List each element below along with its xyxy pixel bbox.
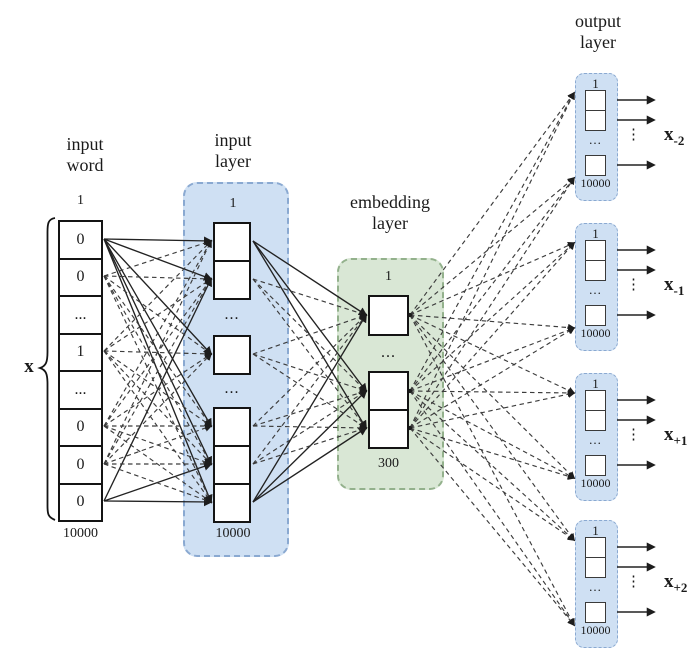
input-vector-cell: 0 bbox=[60, 407, 101, 446]
embedding-layer-label-line2: layer bbox=[372, 213, 408, 233]
neuron-cell bbox=[215, 337, 249, 373]
output-top-index: 1 bbox=[592, 76, 599, 91]
neuron-cell bbox=[370, 409, 407, 447]
input-word-bottom-index: 10000 bbox=[63, 526, 98, 541]
embedding-layer-top-index: 1 bbox=[385, 269, 392, 284]
output-ellipsis: ... bbox=[589, 432, 602, 447]
output-bottom-index: 10000 bbox=[580, 623, 611, 637]
input-layer-neuron bbox=[213, 335, 251, 375]
output-word-subscript: +2 bbox=[673, 579, 688, 595]
input-layer-neuron-triple bbox=[213, 407, 251, 523]
neuron-cell bbox=[370, 297, 407, 334]
neuron-cell bbox=[370, 373, 407, 409]
output-group-box-plus1 bbox=[575, 373, 618, 501]
output-arrow-vdots: ⋮ bbox=[626, 574, 641, 590]
neuron-cell bbox=[586, 603, 605, 622]
output-word-symbol: x bbox=[664, 571, 674, 592]
output-neuron bbox=[585, 455, 606, 476]
output-word-symbol: x bbox=[664, 124, 674, 145]
input-layer-ellipsis-1: ... bbox=[224, 306, 240, 323]
embedding-layer-bottom-index: 300 bbox=[378, 456, 399, 471]
vector-brace bbox=[37, 217, 56, 521]
input-vector-cell: 0 bbox=[76, 230, 85, 248]
input-layer-top-index: 1 bbox=[229, 196, 237, 211]
output-arrow-vdots: ⋮ bbox=[626, 427, 641, 443]
input-vector-cell: 0 bbox=[60, 482, 101, 521]
input-word-label: input word bbox=[40, 134, 130, 176]
input-vector-cell: 1 bbox=[60, 332, 101, 371]
neuron-cell bbox=[586, 456, 605, 475]
output-word-label: x-2 bbox=[664, 124, 684, 149]
neuron-cell bbox=[215, 409, 249, 445]
output-top-index: 1 bbox=[592, 523, 599, 538]
input-layer-label-line2: layer bbox=[215, 151, 251, 171]
output-layer-label-line2: layer bbox=[580, 32, 616, 52]
neuron-cell bbox=[586, 110, 605, 130]
output-neuron bbox=[585, 305, 606, 326]
output-word-subscript: -2 bbox=[673, 132, 685, 148]
input-vector-cell: 0 bbox=[60, 257, 101, 296]
output-neuron-pair bbox=[585, 537, 606, 578]
output-group-box-minus1 bbox=[575, 223, 618, 351]
input-layer-label: input layer bbox=[185, 130, 281, 172]
neuron-cell bbox=[586, 306, 605, 325]
neuron-cell bbox=[215, 445, 249, 483]
output-arrow-vdots: ⋮ bbox=[626, 127, 641, 143]
input-vector-cell: ... bbox=[60, 370, 101, 408]
output-word-label: x-1 bbox=[664, 274, 684, 299]
output-word-symbol: x bbox=[664, 274, 674, 295]
input-vector-cell: ... bbox=[60, 295, 101, 333]
embedding-layer-label: embedding layer bbox=[338, 192, 442, 234]
output-bottom-index: 10000 bbox=[580, 176, 611, 190]
output-ellipsis: ... bbox=[589, 132, 602, 147]
output-word-subscript: -1 bbox=[673, 282, 685, 298]
output-word-subscript: +1 bbox=[673, 432, 688, 448]
neuron-cell bbox=[215, 483, 249, 521]
input-word-label-line2: word bbox=[66, 155, 104, 175]
output-top-index: 1 bbox=[592, 376, 599, 391]
output-layer-label-line1: output bbox=[574, 11, 621, 31]
neuron-cell bbox=[586, 260, 605, 280]
output-neuron bbox=[585, 602, 606, 623]
neuron-cell bbox=[215, 260, 249, 298]
neuron-cell bbox=[215, 224, 249, 260]
input-layer-label-line1: input bbox=[214, 130, 252, 150]
neuron-cell bbox=[586, 538, 605, 557]
neuron-cell bbox=[586, 557, 605, 577]
input-layer-bottom-index: 10000 bbox=[215, 526, 251, 541]
output-ellipsis: ... bbox=[589, 579, 602, 594]
input-layer-ellipsis-2: ... bbox=[224, 380, 240, 397]
neuron-cell bbox=[586, 156, 605, 175]
output-neuron-pair bbox=[585, 240, 606, 281]
neuron-cell bbox=[586, 391, 605, 410]
input-word-label-line1: input bbox=[66, 134, 104, 154]
embedding-neuron bbox=[368, 295, 409, 336]
neuron-cell bbox=[586, 91, 605, 110]
output-bottom-index: 10000 bbox=[580, 476, 611, 490]
output-word-label: x+2 bbox=[664, 571, 687, 596]
output-ellipsis: ... bbox=[589, 282, 602, 297]
input-layer-neuron-pair bbox=[213, 222, 251, 300]
output-word-symbol: x bbox=[664, 424, 674, 445]
output-neuron-pair bbox=[585, 90, 606, 131]
output-neuron bbox=[585, 155, 606, 176]
output-layer-label: output layer bbox=[553, 11, 643, 53]
input-vector: 0 0 ... 1 ... 0 0 0 bbox=[58, 220, 103, 522]
output-bottom-index: 10000 bbox=[580, 326, 611, 340]
input-vector-symbol: x bbox=[24, 356, 34, 377]
input-vector-cell: 0 bbox=[60, 445, 101, 483]
embedding-ellipsis: ... bbox=[381, 344, 396, 361]
output-word-label: x+1 bbox=[664, 424, 687, 449]
neuron-cell bbox=[586, 410, 605, 430]
output-top-index: 1 bbox=[592, 226, 599, 241]
input-word-top-index: 1 bbox=[77, 193, 84, 208]
neuron-cell bbox=[586, 241, 605, 260]
embedding-neuron-pair bbox=[368, 371, 409, 449]
output-arrow-vdots: ⋮ bbox=[626, 277, 641, 293]
embedding-layer-label-line1: embedding bbox=[350, 192, 430, 212]
output-neuron-pair bbox=[585, 390, 606, 431]
